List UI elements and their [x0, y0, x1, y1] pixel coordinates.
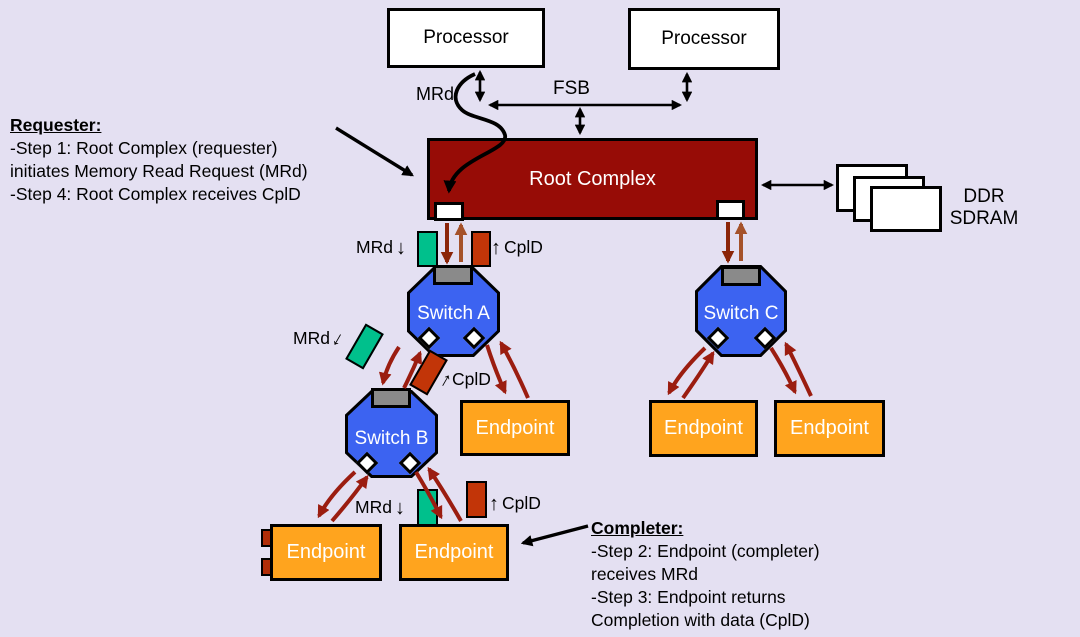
root-complex-port-left — [434, 202, 464, 221]
up-arrow-icon: ↑ — [489, 492, 499, 515]
mrd-token-switch-b — [417, 489, 438, 526]
ddr-chip-front — [870, 186, 942, 232]
processor-right-label: Processor — [661, 28, 747, 49]
cpld-b-label: CplD — [502, 493, 541, 513]
endpoint-under-switch-a: Endpoint — [460, 400, 570, 456]
requester-annotation-line: initiates Memory Read Request (MRd) — [10, 161, 308, 181]
mrd-token-rc — [417, 231, 438, 267]
completer-annotation: Completer: -Step 2: Endpoint (completer)… — [591, 517, 820, 632]
completer-annotation-line: -Step 2: Endpoint (completer) — [591, 541, 820, 561]
requester-annotation-line: -Step 4: Root Complex receives CplD — [10, 184, 301, 204]
switch-b-upstream-port — [371, 388, 411, 408]
cpld-token-switch-b — [466, 481, 487, 518]
mrd-ab-label-row: MRd ↓ — [293, 326, 348, 350]
endpoint-c-right: Endpoint — [774, 400, 885, 457]
requester-annotation-line: -Step 1: Root Complex (requester) — [10, 138, 278, 158]
endpoint-left-to-switch-c-up-arrow — [681, 350, 715, 400]
ddr-label-line2: SDRAM — [949, 208, 1019, 229]
ddr-label-line1: DDR — [963, 186, 1005, 207]
endpoint-label: Endpoint — [790, 417, 869, 439]
cpld-ab-label-row: ↑ CplD — [436, 367, 491, 391]
mrd-ab-label: MRd — [293, 328, 330, 348]
endpoint-b-right: Endpoint — [399, 524, 509, 581]
switch-a-upstream-port — [433, 265, 473, 285]
fsb-label: FSB — [553, 78, 590, 99]
switch-c-upstream-port — [721, 266, 761, 286]
mrd-top-label: MRd — [416, 84, 455, 104]
switch-c-label: Switch C — [703, 303, 779, 324]
cpld-ab-label: CplD — [452, 369, 491, 389]
switch-b-node: Switch B — [345, 388, 438, 478]
completer-annotation-line: Completion with data (CplD) — [591, 610, 810, 630]
endpoint-c-left: Endpoint — [649, 400, 758, 457]
endpoint-label: Endpoint — [475, 416, 555, 439]
mrd-b-label: MRd — [355, 497, 392, 517]
endpoint-right-to-switch-c-up-arrow — [784, 341, 813, 397]
mrd-b-label-row: MRd ↓ — [355, 497, 405, 518]
completer-annotation-line: receives MRd — [591, 564, 698, 584]
switch-a-node: Switch A — [407, 265, 500, 357]
completer-annotation-line: -Step 3: Endpoint returns — [591, 587, 786, 607]
completer-pointer-arrow — [520, 524, 589, 547]
root-complex-label: Root Complex — [529, 167, 656, 190]
requester-pointer-arrow — [335, 126, 414, 177]
switch-a-label: Switch A — [417, 303, 490, 324]
cpld-rc-label: CplD — [504, 237, 543, 257]
processor-right-node: Processor — [628, 8, 780, 70]
cpld-token-rc — [471, 231, 491, 267]
down-arrow-icon: ↓ — [394, 496, 405, 519]
switch-c-node: Switch C — [695, 265, 787, 357]
up-arrow-icon: ↑ — [491, 236, 501, 259]
down-arrow-icon: ↓ — [395, 236, 406, 259]
switch-a-to-switch-b-down-arrow — [378, 345, 401, 386]
switch-b-label: Switch B — [354, 428, 429, 449]
root-complex-node: Root Complex — [427, 138, 758, 220]
ddr-sdram-label: DDR SDRAM — [938, 186, 1030, 230]
mrd-token-link-ab — [345, 323, 384, 370]
processor-left-label: Processor — [423, 27, 509, 48]
completer-annotation-title: Completer: — [591, 518, 684, 538]
endpoint-to-switch-a-up-arrow — [499, 340, 530, 399]
endpoint-label: Endpoint — [286, 541, 366, 563]
root-complex-port-right — [716, 200, 745, 220]
down-arrow-icon: ↓ — [328, 326, 348, 351]
endpoint-b-left: Endpoint — [270, 524, 382, 581]
switch-b-to-endpoint-left-down-arrow — [317, 470, 357, 519]
cpld-b-label-row: ↑ CplD — [489, 493, 541, 514]
mrd-rc-label-row: MRd ↓ — [356, 237, 406, 258]
cpld-rc-label-row: ↑ CplD — [491, 237, 543, 258]
endpoint-label: Endpoint — [414, 541, 494, 563]
endpoint-label: Endpoint — [664, 417, 743, 439]
requester-annotation: Requester: -Step 1: Root Complex (reques… — [10, 114, 308, 206]
processor-left-node: Processor — [387, 8, 545, 68]
mrd-rc-label: MRd — [356, 237, 393, 257]
requester-annotation-title: Requester: — [10, 115, 102, 135]
